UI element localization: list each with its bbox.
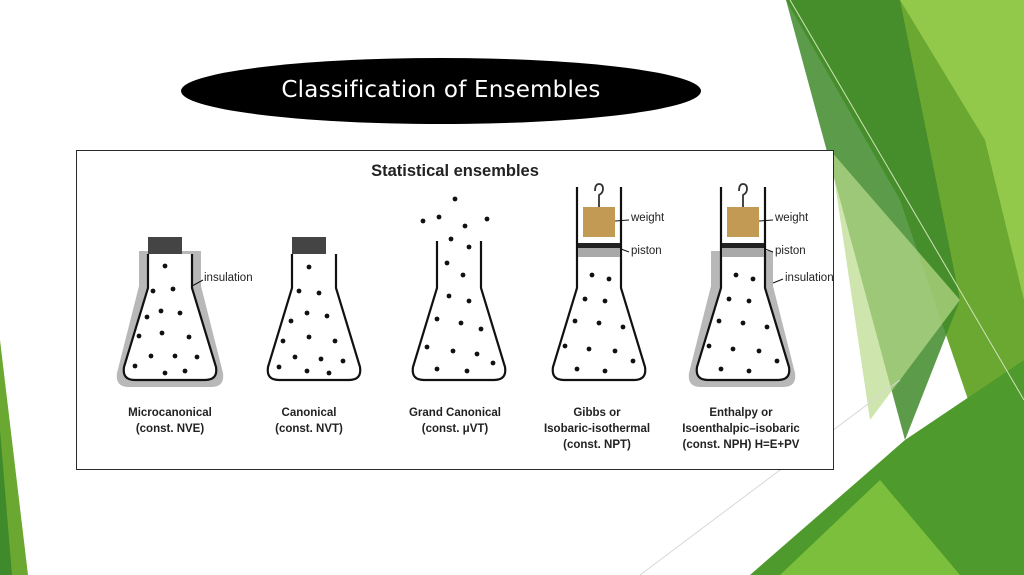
label-insulation: insulation — [785, 272, 834, 284]
caption-enthalpy: Enthalpy or Isoenthalpic–isobaric (const… — [682, 407, 800, 451]
particles — [132, 263, 200, 376]
particles — [276, 264, 346, 376]
weight-hook — [594, 183, 604, 207]
title-banner: Classification of Ensembles — [181, 58, 701, 124]
flask-enthalpy — [688, 183, 796, 387]
particles — [706, 272, 780, 374]
weight-hook — [738, 183, 748, 207]
weight-block — [727, 207, 759, 237]
particles — [562, 272, 636, 374]
flasks-drawing — [116, 183, 796, 387]
label-piston: piston — [631, 245, 662, 257]
flask-gibbs — [551, 183, 647, 382]
label-piston: piston — [775, 245, 806, 257]
caption-microcanonical: Microcanonical (const. NVE) — [128, 407, 212, 435]
caption-canonical: Canonical (const. NVT) — [275, 407, 343, 435]
cap-stopper — [292, 237, 326, 254]
label-weight: weight — [631, 212, 665, 224]
flask-microcanonical — [116, 237, 224, 387]
caption-grand-canonical: Grand Canonical (const. μVT) — [408, 407, 502, 435]
label-weight: weight — [775, 212, 809, 224]
particles — [420, 196, 496, 374]
label-insulation: insulation — [204, 272, 253, 284]
flask-grand-canonical — [411, 196, 507, 382]
ensembles-figure: Statistical ensembles insulation weight … — [76, 150, 834, 470]
piston — [578, 248, 620, 257]
figure-title: Statistical ensembles — [371, 162, 539, 180]
cap-stopper — [148, 237, 182, 254]
flask-canonical — [266, 237, 362, 382]
caption-gibbs: Gibbs or Isobaric-isothermal (const. NPT… — [543, 407, 651, 451]
slide-title: Classification of Ensembles — [281, 77, 601, 103]
piston — [722, 248, 764, 257]
weight-block — [583, 207, 615, 237]
